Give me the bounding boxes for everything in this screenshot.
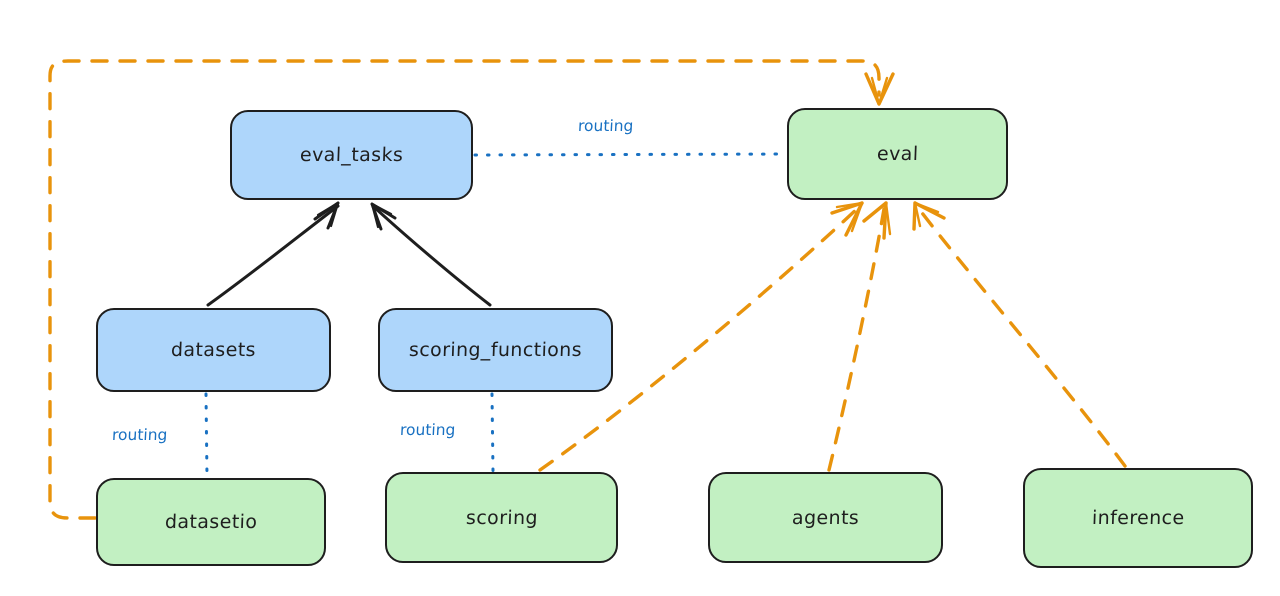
node-inference[interactable]: inference xyxy=(1023,468,1253,568)
node-label-datasetio: datasetio xyxy=(164,511,258,533)
node-label-scoring: scoring xyxy=(465,506,538,529)
node-eval-tasks[interactable]: eval_tasks xyxy=(230,110,473,200)
edge-scoring_functions-to-scoring xyxy=(490,392,495,473)
node-datasetio[interactable]: datasetio xyxy=(96,478,326,566)
node-label-scoring-functions: scoring_functions xyxy=(408,339,583,361)
node-eval[interactable]: eval xyxy=(787,108,1008,200)
edge-label-routing-eval-tasks-eval: routing xyxy=(577,117,634,135)
node-label-eval: eval xyxy=(876,143,919,165)
edge-datasets-to-eval_tasks xyxy=(206,201,340,307)
edge-eval_tasks-to-eval xyxy=(473,152,788,157)
edge-scoring_functions-to-eval_tasks xyxy=(370,202,492,307)
node-label-agents: agents xyxy=(791,506,860,529)
node-label-inference: inference xyxy=(1091,507,1185,529)
node-scoring[interactable]: scoring xyxy=(385,472,618,563)
node-datasets[interactable]: datasets xyxy=(96,308,331,392)
edge-agents-to-eval xyxy=(827,201,892,472)
edge-label-routing-datasets-datasetio: routing xyxy=(111,426,168,444)
edge-inference-to-eval xyxy=(912,201,1127,468)
node-scoring-functions[interactable]: scoring_functions xyxy=(378,308,613,392)
edge-label-routing-scoring-functions-scoring: routing xyxy=(399,421,456,439)
node-label-datasets: datasets xyxy=(170,339,257,361)
node-agents[interactable]: agents xyxy=(708,472,943,563)
node-label-eval-tasks: eval_tasks xyxy=(299,144,404,166)
edge-datasets-to-datasetio xyxy=(204,392,209,479)
